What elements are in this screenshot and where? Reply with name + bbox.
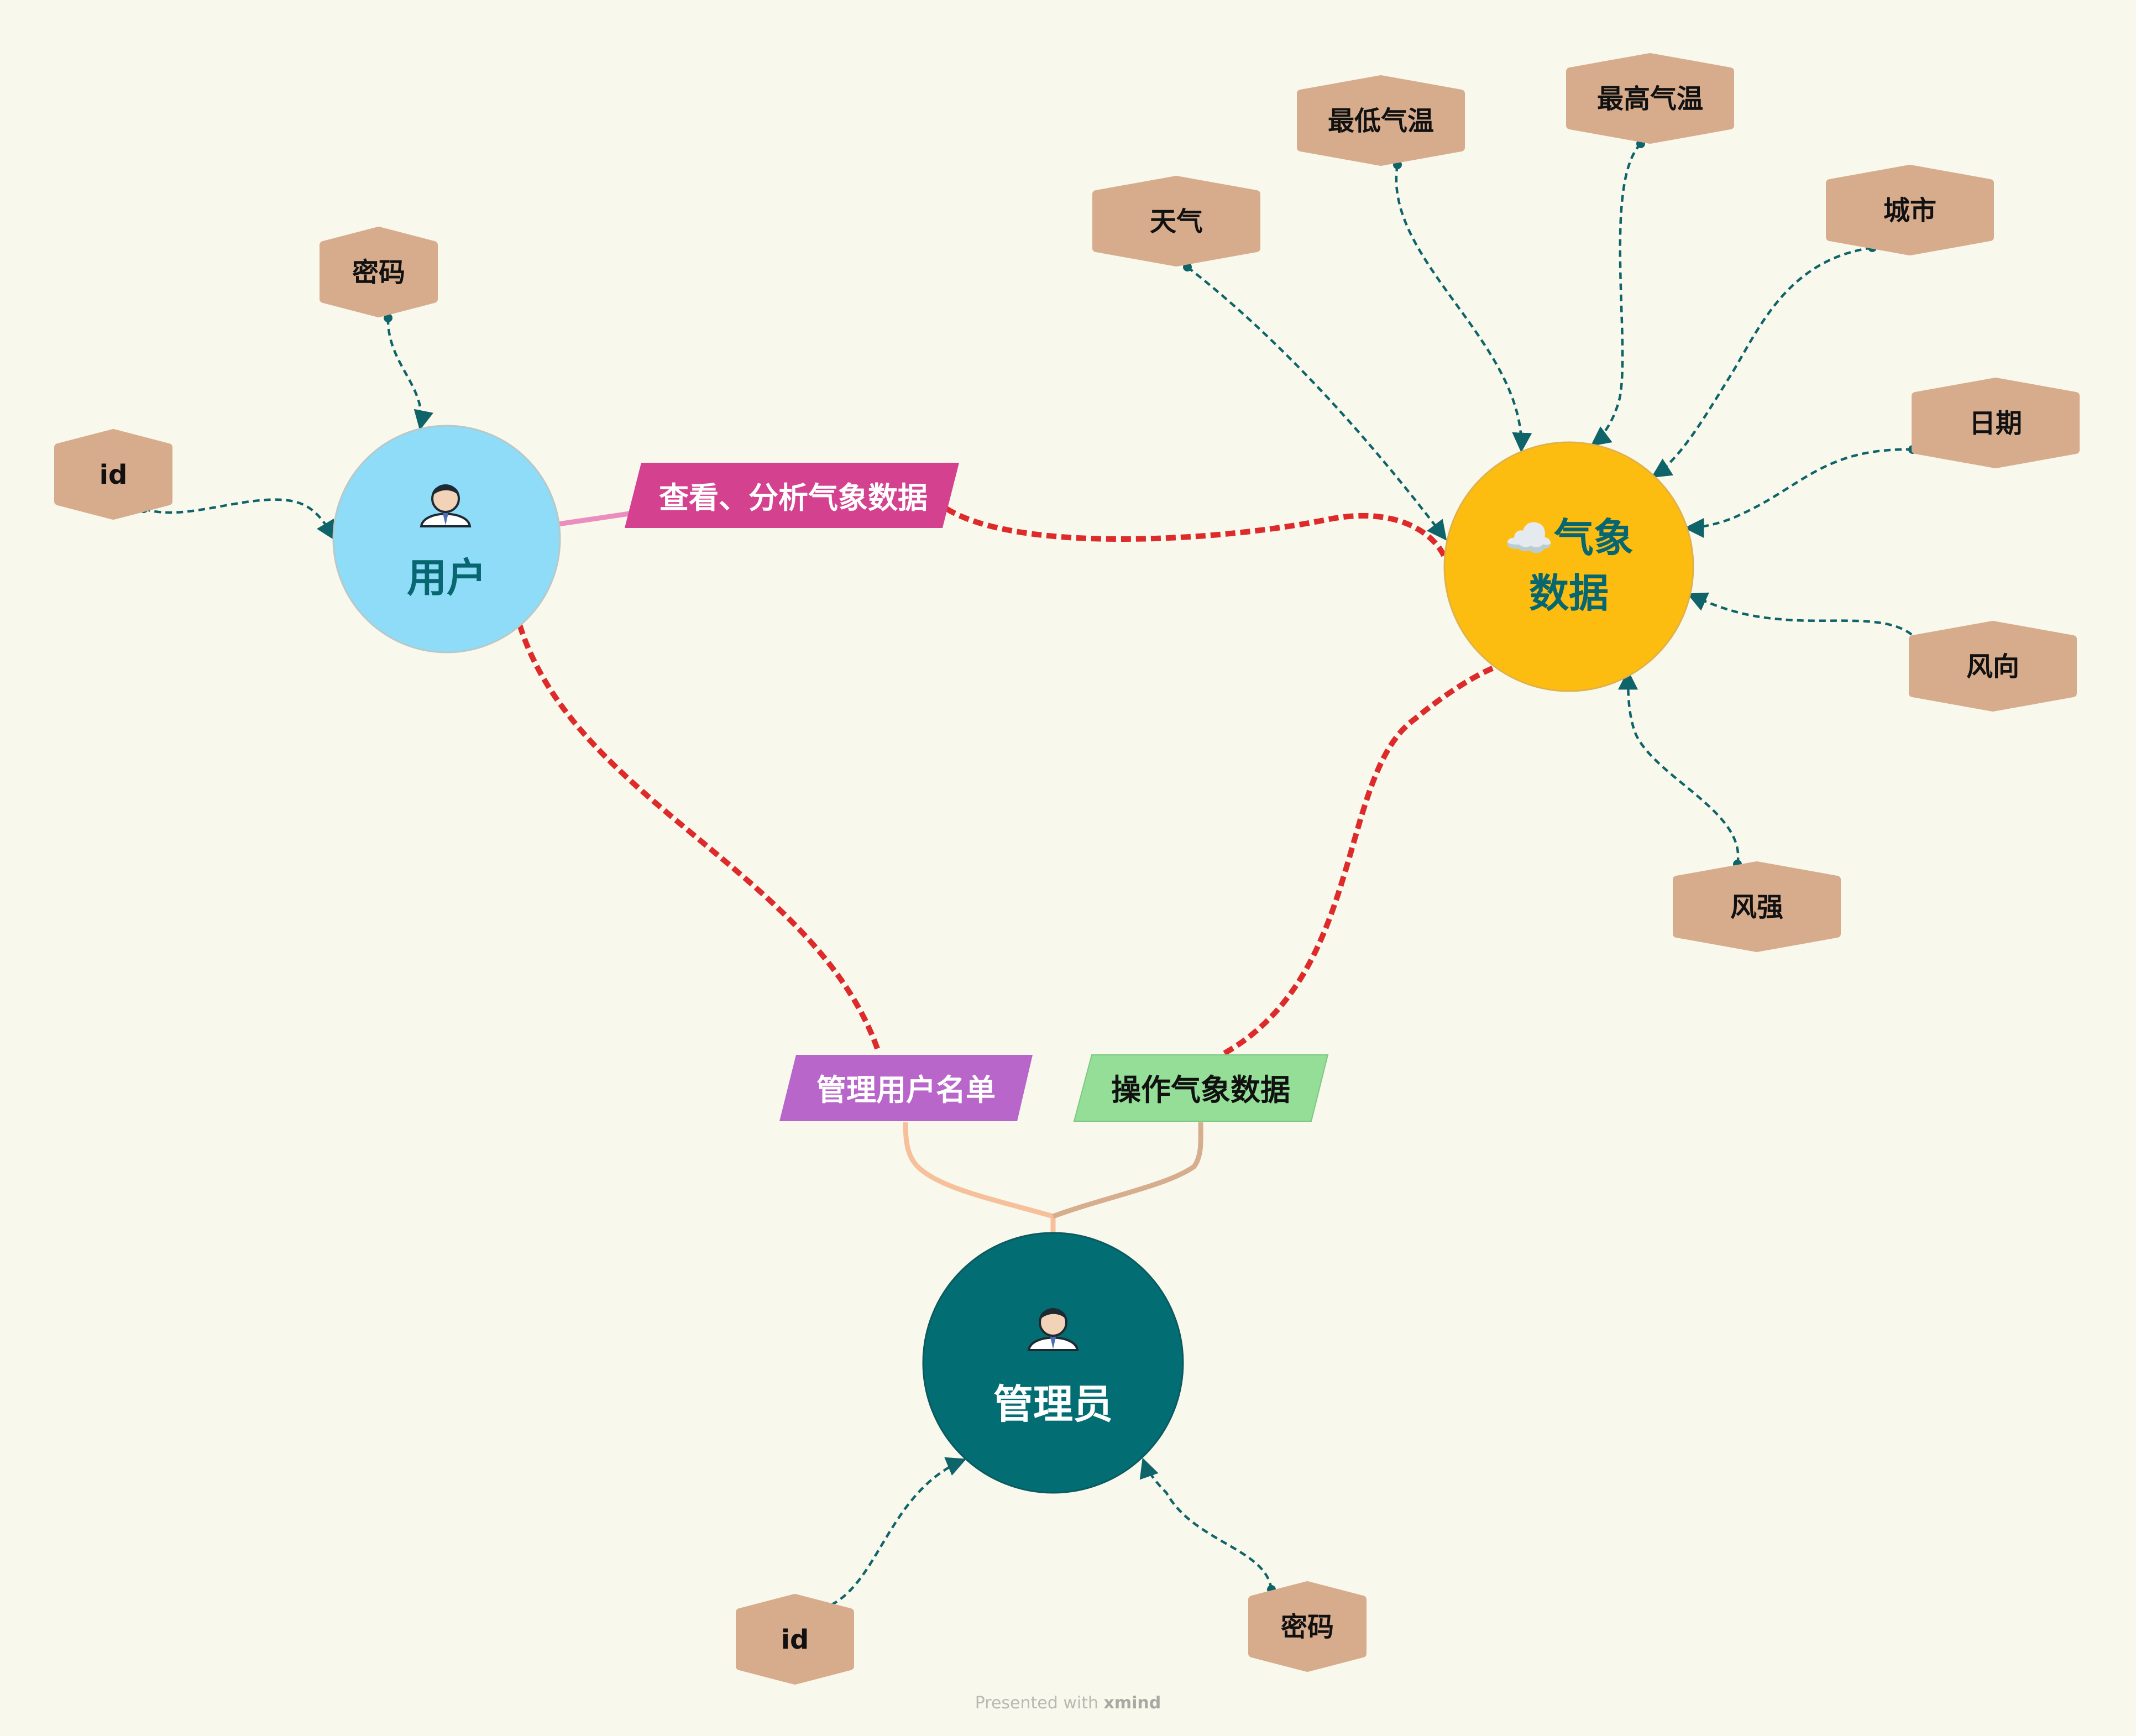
- node-weather-label-line1: ☁️气象: [1504, 515, 1634, 561]
- attribute-label: 最低气温: [1328, 106, 1434, 137]
- arrow-user-password: [386, 317, 433, 431]
- relation-text-user-weather: 查看、分析气象数据: [659, 480, 928, 515]
- attribute-label: id: [100, 459, 128, 490]
- hexagon-shape: [1566, 53, 1734, 144]
- connector-admin-to-relation-left: [903, 1122, 1056, 1233]
- node-admin-label: 管理员: [993, 1381, 1113, 1428]
- attribute-node-user[interactable]: 密码: [320, 227, 438, 317]
- person-icon: [420, 484, 472, 527]
- attribute-arrows: [143, 143, 1920, 1610]
- arrow-weather-date: [1684, 448, 1913, 538]
- node-user-label: 用户: [407, 555, 486, 601]
- watermark-prefix: Presented with: [975, 1693, 1104, 1713]
- attribute-label: 日期: [1969, 408, 2022, 439]
- connector-admin-to-relation-right: [1052, 1122, 1203, 1219]
- hexagon-shape: [736, 1594, 854, 1685]
- hexagon-shape: [1092, 176, 1260, 266]
- relationship-line-user-admin: [517, 624, 882, 1054]
- attribute-node-weather[interactable]: 最高气温: [1566, 53, 1734, 144]
- person-icon: [1027, 1308, 1079, 1351]
- attribute-node-weather[interactable]: 风强: [1673, 861, 1841, 952]
- hexagon-shape: [1912, 378, 2080, 468]
- arrow-admin-password: [1139, 1457, 1273, 1590]
- relation-text-admin-user: 管理用户名单: [816, 1073, 996, 1107]
- hexagon-shape: [1826, 165, 1994, 255]
- node-weather-label-line2: 数据: [1529, 570, 1609, 616]
- hexagon-shape: [54, 429, 172, 520]
- connector-user-to-relation: [558, 510, 634, 527]
- attribute-label: 风向: [1966, 651, 2019, 682]
- attribute-node-weather[interactable]: 天气: [1092, 176, 1260, 266]
- attribute-node-weather[interactable]: 风向: [1909, 621, 2077, 712]
- arrow-weather-city: [1651, 246, 1873, 478]
- attribute-node-admin[interactable]: 密码: [1248, 1581, 1367, 1672]
- attribute-label: 最高气温: [1597, 83, 1703, 114]
- node-user[interactable]: 用户: [332, 425, 561, 653]
- arrow-weather-wind-force: [1618, 670, 1740, 865]
- relation-label-admin-user[interactable]: 管理用户名单: [779, 1055, 1033, 1121]
- attribute-node-user[interactable]: id: [54, 429, 172, 520]
- hexagon-shape: [1248, 1581, 1367, 1672]
- watermark: Presented with xmind: [975, 1693, 1161, 1713]
- arrow-weather-min-temp: [1395, 164, 1532, 453]
- arrow-weather-max-temp: [1590, 143, 1642, 447]
- attribute-label: id: [781, 1624, 809, 1655]
- attribute-node-weather[interactable]: 最低气温: [1297, 75, 1465, 166]
- attribute-node-admin[interactable]: id: [736, 1594, 854, 1685]
- attribute-label: 密码: [352, 257, 405, 288]
- hexagon-shape: [320, 227, 438, 317]
- attribute-label: 风强: [1730, 892, 1783, 923]
- relation-text-admin-weather: 操作气象数据: [1111, 1073, 1290, 1107]
- hexagon-shape: [1909, 621, 2077, 712]
- attribute-label: 城市: [1883, 195, 1936, 226]
- arrow-admin-id: [820, 1457, 967, 1610]
- attribute-label: 密码: [1281, 1612, 1334, 1643]
- attribute-node-weather[interactable]: 日期: [1912, 378, 2080, 468]
- node-admin[interactable]: 管理员: [922, 1232, 1184, 1494]
- relation-label-user-weather[interactable]: 查看、分析气象数据: [625, 463, 959, 528]
- arrow-weather-wind-dir: [1687, 592, 1920, 644]
- relationship-line-admin-weather: [1223, 663, 1499, 1056]
- relationship-line-user-weather: [945, 506, 1447, 557]
- arrow-weather-tianqi: [1186, 266, 1447, 541]
- hexagon-shape: [1673, 861, 1841, 952]
- node-weather[interactable]: ☁️气象 数据: [1443, 441, 1694, 692]
- watermark-brand: xmind: [1104, 1693, 1161, 1713]
- attribute-node-weather[interactable]: 城市: [1826, 165, 1994, 255]
- arrow-user-id: [143, 498, 336, 541]
- attribute-label: 天气: [1150, 206, 1203, 237]
- hexagon-shape: [1297, 75, 1465, 166]
- relation-label-admin-weather[interactable]: 操作气象数据: [1073, 1054, 1329, 1122]
